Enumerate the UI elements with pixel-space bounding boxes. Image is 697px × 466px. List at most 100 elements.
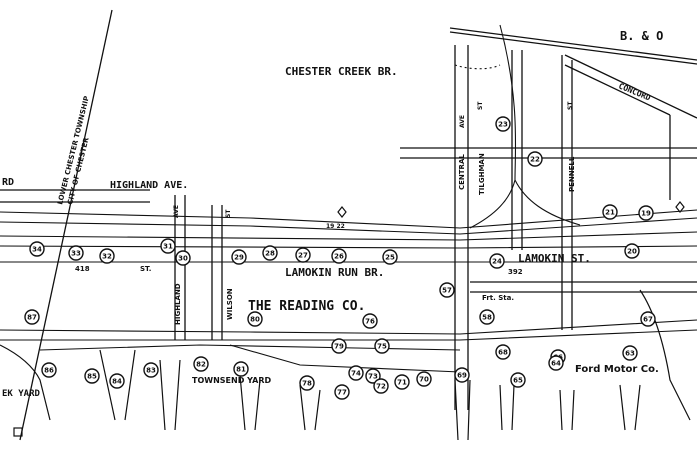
station-marker-circle [622,345,638,361]
station-marker-circle [624,243,640,259]
pier-3 [239,374,261,431]
station-marker-19: 19 [638,205,654,221]
lamokin-st-label: LAMOKIN ST. [518,252,591,265]
pier-4 [299,384,321,431]
reading-track-4 [229,344,461,373]
station-marker-number: 64 [551,360,561,368]
reading-track-1 [0,319,697,335]
shore-west [0,344,51,421]
station-marker-circle [299,375,315,391]
station-marker-circle [233,361,249,377]
num-392-label: 392 [508,268,523,276]
station-marker-number: 80 [250,316,260,324]
station-marker-64: 64 [548,355,564,371]
station-marker-circle [68,245,84,261]
station-marker-85: 85 [84,368,100,384]
highland-ave-label: HIGHLAND AVE. [110,180,188,191]
station-marker-27: 27 [295,247,311,263]
station-marker-number: 81 [236,366,246,374]
shore-east [639,289,691,421]
station-marker-24: 24 [489,253,505,269]
station-marker-number: 65 [513,377,523,385]
station-marker-76: 76 [362,313,378,329]
station-marker-number: 69 [457,372,467,380]
station-marker-69: 69 [454,367,470,383]
station-marker-58: 58 [479,309,495,325]
frt-sta-label: Frt. Sta. [482,294,514,302]
station-marker-circle [365,368,381,384]
station-marker-81: 81 [233,361,249,377]
station-marker-number: 33 [71,250,81,258]
station-marker-number: 25 [385,254,395,262]
reading-track-3 [39,344,461,351]
main-track-2 [0,217,697,235]
station-marker-circle [334,384,350,400]
boundary-marker [13,427,23,437]
station-marker-32: 32 [99,248,115,264]
main-track-3 [0,231,697,241]
chester-creek-branch [469,24,517,229]
station-marker-circle [29,241,45,257]
township-boundary [19,9,113,441]
station-marker-circle [479,309,495,325]
st-pennell-label: ST [567,101,574,110]
station-marker-number: 32 [102,253,112,261]
st-short-label: ST. [140,265,151,273]
main-track-4 [0,245,697,249]
station-marker-number: 77 [337,389,347,397]
station-marker-number: 82 [196,361,206,369]
station-marker-number: 79 [334,343,344,351]
station-marker-number: 70 [419,376,429,384]
concord-road [564,54,697,119]
station-marker-circle [454,367,470,383]
station-marker-circle [394,374,410,390]
central-ave-label: CENTRAL [458,154,466,190]
station-marker-86: 86 [41,362,57,378]
station-marker-number: 19 [641,210,651,218]
station-marker-circle [362,313,378,329]
station-marker-number: 57 [442,287,452,295]
station-marker-circle [638,205,654,221]
st-wilson-label: ST [225,209,232,218]
station-marker-77: 77 [334,384,350,400]
station-marker-number: 20 [627,248,637,256]
station-marker-number: 27 [298,252,308,260]
tilghman-label: TILGHMAN [478,153,486,195]
station-marker-number: 24 [492,258,502,266]
station-marker-20: 20 [624,243,640,259]
station-marker-number: 86 [44,367,54,375]
station-marker-number: 87 [27,314,37,322]
station-marker-72: 72 [373,378,389,394]
station-marker-83: 83 [143,362,159,378]
station-marker-number: 75 [377,343,387,351]
station-marker-circle [640,311,656,327]
ave-central-label: AVE [459,115,466,128]
pier-8 [619,384,641,431]
station-marker-70: 70 [416,371,432,387]
station-marker-circle [348,365,364,381]
station-marker-circle [495,116,511,132]
station-marker-circle [602,204,618,220]
ave-highland-label: AVE [173,205,180,218]
lamokin-run-label: LAMOKIN RUN BR. [285,266,384,279]
station-marker-75: 75 [374,338,390,354]
station-marker-circle [495,344,511,360]
station-marker-circle [99,248,115,264]
station-marker-circle [24,309,40,325]
station-marker-number: 73 [368,373,378,381]
station-marker-63: 63 [622,345,638,361]
station-marker-65: 65 [510,372,526,388]
station-marker-number: 83 [146,367,156,375]
station-marker-circle [331,248,347,264]
station-marker-34: 34 [29,241,45,257]
station-marker-circle [175,250,191,266]
station-marker-73: 73 [365,368,381,384]
pier-2 [159,359,181,431]
station-marker-circle [331,338,347,354]
station-marker-82: 82 [193,356,209,372]
station-marker-circle [489,253,505,269]
station-marker-number: 74 [351,370,361,378]
pier-5 [454,379,471,441]
